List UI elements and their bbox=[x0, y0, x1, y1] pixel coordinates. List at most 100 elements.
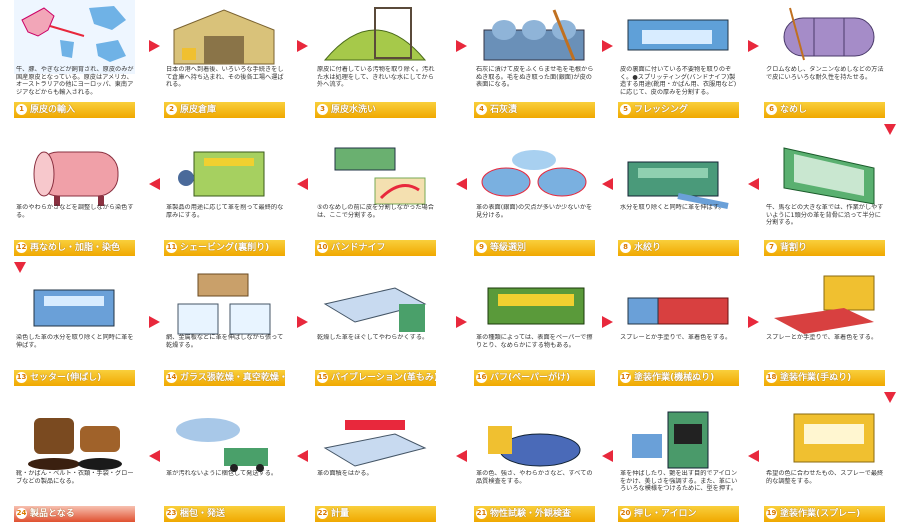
step-description: 革の面積をはかる。 bbox=[317, 470, 373, 477]
step-3: 原皮に付着している汚物を取り除く。汚れた水は処理をして、きれいな水にしてから外へ… bbox=[315, 0, 436, 120]
step-description: スプレーとか手塗りで、革着色をする。 bbox=[766, 334, 878, 341]
step-description: 靴・かばん・ベルト・衣類・手袋・グローブなどの製品になる。 bbox=[16, 470, 134, 485]
arrow-left-icon bbox=[456, 178, 467, 190]
warehouse-icon bbox=[164, 0, 285, 74]
arrow-right-icon bbox=[456, 40, 467, 52]
band-knife-icon bbox=[315, 138, 436, 212]
step-description: 原皮に付着している汚物を取り除く。汚れた水は処理をして、きれいな水にしてから外へ… bbox=[317, 66, 435, 89]
arrow-down-icon bbox=[14, 262, 26, 273]
step-description: 染色した革の水分を取り除くと同時に革を伸ばす。 bbox=[16, 334, 134, 349]
arrow-left-icon bbox=[297, 178, 308, 190]
arrow-left-icon bbox=[602, 450, 613, 462]
step-description: スプレーとか手塗りで、革着色をする。 bbox=[620, 334, 732, 341]
step-description: 希望の色に合わせたもの、スプレーで最終的な調整をする。 bbox=[766, 470, 884, 485]
vibration-machine-icon bbox=[315, 268, 436, 342]
step-1: 牛、豚、やぎなどが飼育され、原皮のみが国産原皮となっている。原皮はアメリカ、オー… bbox=[14, 0, 135, 120]
step-description: 革の種類によっては、表面をペーパーで擦りとり、なめらかにする物もある。 bbox=[476, 334, 593, 349]
step-description: 牛、豚、やぎなどが飼育され、原皮のみが国産原皮となっている。原皮はアメリカ、オー… bbox=[16, 66, 134, 96]
arrow-left-icon bbox=[602, 178, 613, 190]
sorting-icon bbox=[474, 138, 595, 212]
arrow-down-icon bbox=[884, 124, 896, 135]
arrow-left-icon bbox=[297, 450, 308, 462]
ironing-press-icon bbox=[618, 404, 739, 478]
inspection-icon bbox=[474, 404, 595, 478]
drying-icon bbox=[164, 268, 285, 342]
arrow-right-icon bbox=[149, 40, 160, 52]
world-map-icon bbox=[14, 0, 135, 74]
arrow-right-icon bbox=[297, 316, 308, 328]
machine-painting-icon bbox=[618, 268, 739, 342]
step-description: 牛、馬などの大きな革では、作業がしやすいように1頭分の革を背骨に沿って半分に分割… bbox=[766, 204, 884, 227]
arrow-left-icon bbox=[456, 450, 467, 462]
arrow-right-icon bbox=[149, 316, 160, 328]
step-description: 革が汚れないように梱包して発送する。 bbox=[166, 470, 278, 477]
step-description: クロムなめし、タンニンなめしなどの方法で皮にいろいろな耐久性を持たせる。 bbox=[766, 66, 884, 81]
step-description: 革を仲ばしたり、艶を出す目的でアイロンをかけ、美しさを強調する。また、革にいろい… bbox=[620, 470, 738, 493]
step-description: 革のやわらかさなどを調整しながら染色する。 bbox=[16, 204, 134, 219]
step-description: 革の表面(銀面)の欠点が多いか少ないかを見分ける。 bbox=[476, 204, 593, 219]
arrow-right-icon bbox=[602, 40, 613, 52]
packing-truck-icon bbox=[164, 404, 285, 478]
step-description: 乾燥した革をほぐしてやわらかくする。 bbox=[317, 334, 429, 341]
cutting-table-icon bbox=[764, 138, 885, 212]
measuring-icon bbox=[315, 404, 436, 478]
step-description: 日本の港へ到着後、いろいろな手続きをして倉庫へ持ち込まれ、その後各工場へ運ばれる… bbox=[166, 66, 284, 89]
arrow-right-icon bbox=[602, 316, 613, 328]
step-description: 革製品の用途に応じて革を削って最終的な厚みにする。 bbox=[166, 204, 284, 219]
arrow-right-icon bbox=[748, 316, 759, 328]
arrow-left-icon bbox=[149, 178, 160, 190]
tanning-drum-icon bbox=[764, 0, 885, 74]
step-description: ⑤のなめしの前に皮を分割しなかった場合は、ここで分割する。 bbox=[317, 204, 434, 219]
arrow-left-icon bbox=[149, 450, 160, 462]
step-5: 皮の裏面に付いている不要物を取りのぞく。●スプリッティング(バンドナイフ)製造す… bbox=[618, 0, 739, 120]
step-4: 石灰に漬けて皮をふくらませ毛を毛根からぬき取る。毛をぬき取った面(銀面)が皮の表… bbox=[474, 0, 595, 120]
step-description: 石灰に漬けて皮をふくらませ毛を毛根からぬき取る。毛をぬき取った面(銀面)が皮の表… bbox=[476, 66, 594, 89]
step-14: 網、金属板などに革を伸ばしながら張って乾燥する。 14ガラス張乾燥・真空乾燥・網… bbox=[164, 268, 285, 388]
arrow-right-icon bbox=[456, 316, 467, 328]
step-20: 革を仲ばしたり、艶を出す目的でアイロンをかけ、美しさを強調する。また、革にいろい… bbox=[618, 404, 739, 524]
arrow-right-icon bbox=[748, 40, 759, 52]
wringer-machine-icon bbox=[618, 138, 739, 212]
hand-painting-icon bbox=[764, 268, 885, 342]
fleshing-machine-icon bbox=[618, 0, 739, 74]
step-2: 日本の港へ到着後、いろいろな手続きをして倉庫へ持ち込まれ、その後各工場へ運ばれる… bbox=[164, 0, 285, 120]
shaving-machine-icon bbox=[164, 138, 285, 212]
setter-machine-icon bbox=[14, 268, 135, 342]
